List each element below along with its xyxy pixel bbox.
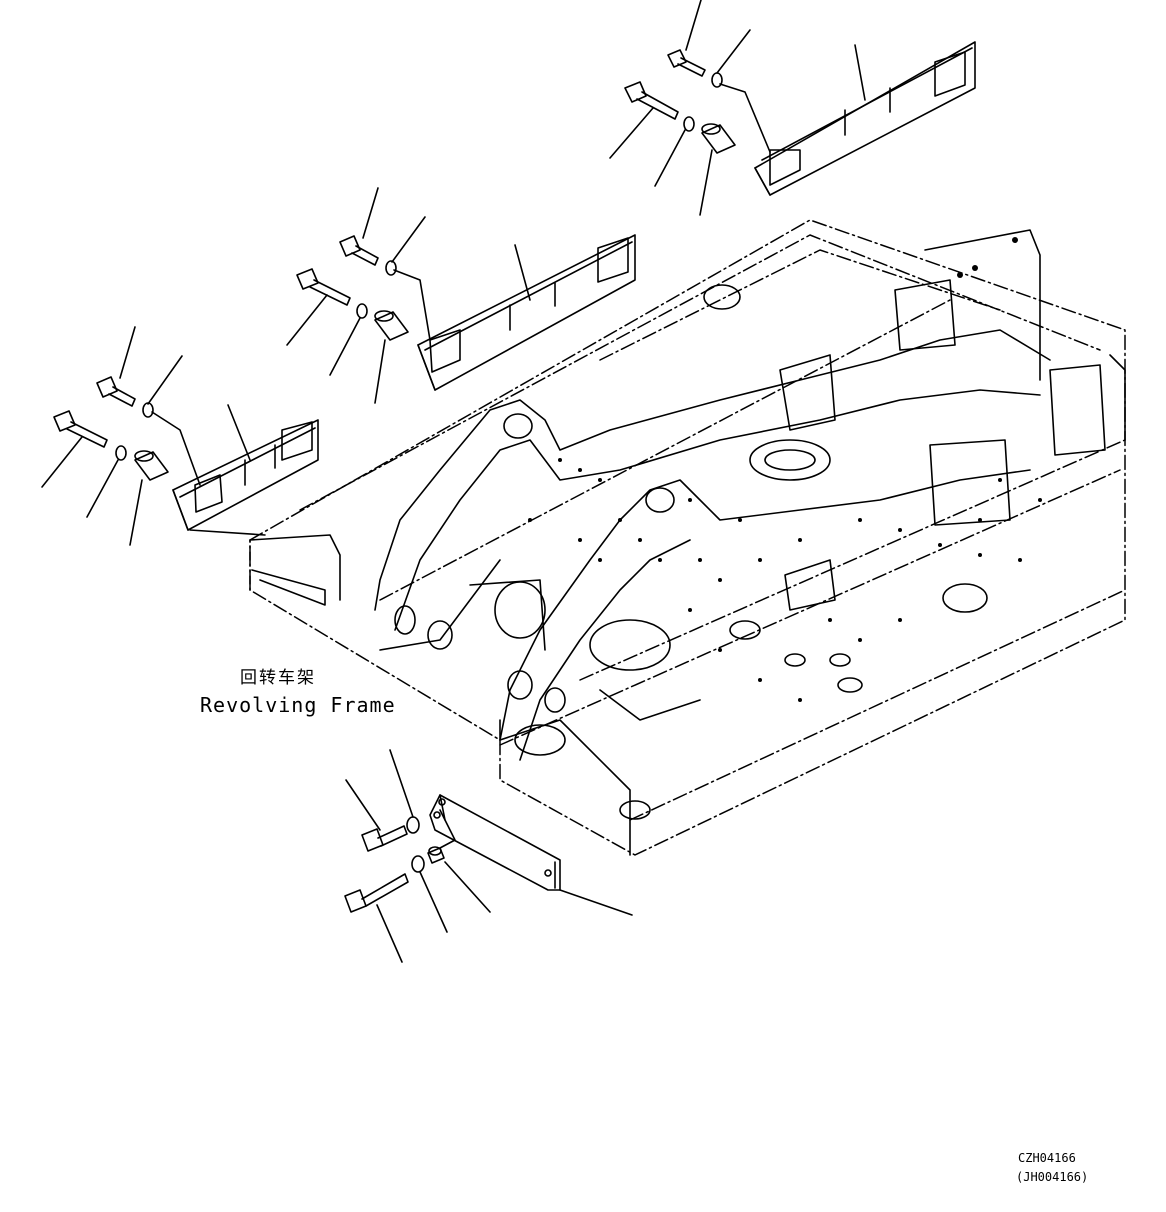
guard-group-left: [41, 326, 319, 546]
drawing-code: CZH04166: [1018, 1151, 1076, 1165]
drawing-code-alt: (JH004166): [1016, 1170, 1089, 1184]
frame-members: [249, 229, 1126, 856]
frame-label-chinese: 回转车架: [240, 668, 316, 688]
guard-group-middle: [286, 187, 636, 404]
frame-label-english: Revolving Frame: [200, 693, 396, 717]
guard-group-top-right: [609, 0, 976, 216]
revolving-frame: [249, 219, 1126, 856]
frame-holes: [528, 237, 1042, 702]
guard-group-bottom: [344, 749, 633, 963]
